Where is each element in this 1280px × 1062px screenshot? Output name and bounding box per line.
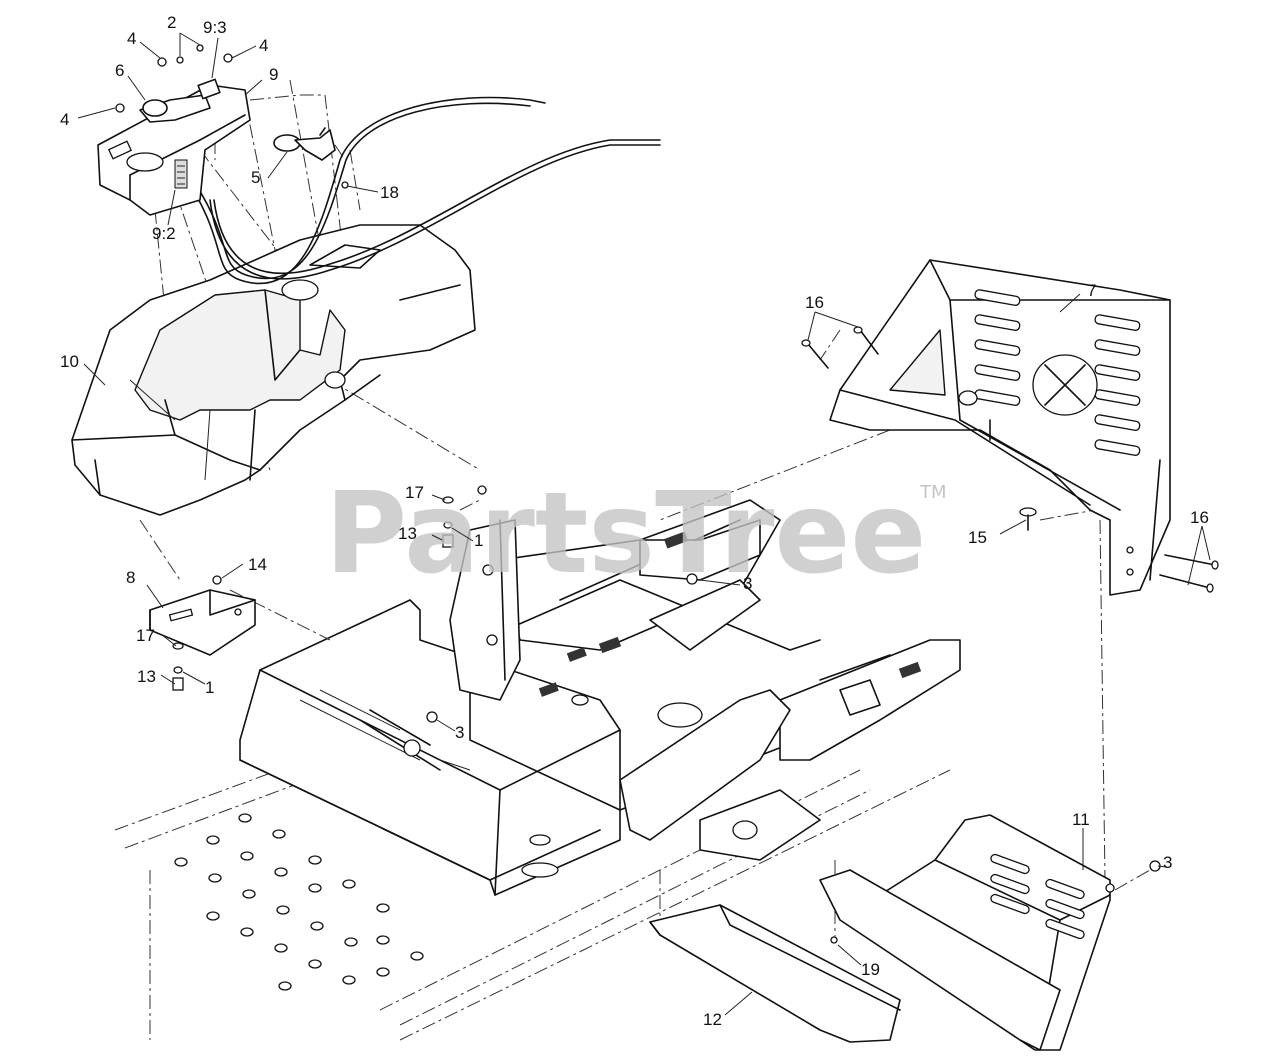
callout-17: 17 [136, 626, 155, 645]
leader-lines [77, 32, 1211, 1016]
foot-plate-part-11 [819, 814, 1161, 1051]
hardware-left [172, 485, 698, 723]
callout-16: 16 [1190, 508, 1209, 527]
watermark-trademark: TM [919, 482, 947, 503]
callout-6: 6 [115, 61, 124, 80]
callout-9-2: 9:2 [152, 224, 176, 243]
callout-9-3: 9:3 [203, 18, 227, 37]
main-frame [239, 499, 961, 896]
watermark-text: PartsTree [325, 469, 926, 599]
callout-labels: 4 2 9:3 4 9 6 4 9:2 5 18 10 7 16 16 15 1… [60, 13, 1209, 1029]
callout-12: 12 [703, 1010, 722, 1029]
callout-19: 19 [861, 960, 880, 979]
callout-8: 8 [126, 568, 135, 587]
assembly-lines [139, 79, 1151, 940]
watermark: PartsTree TM [325, 469, 947, 599]
seat-plate-part-7 [829, 259, 1171, 596]
callout-15: 15 [968, 528, 987, 547]
callout-16: 16 [805, 293, 824, 312]
callout-3: 3 [1163, 853, 1172, 872]
bracket-part-8 [149, 575, 256, 656]
lower-shield-part-12 [649, 904, 901, 1043]
callout-17: 17 [405, 483, 424, 502]
callout-3: 3 [455, 723, 464, 742]
callout-1: 1 [205, 678, 214, 697]
callout-4: 4 [127, 29, 136, 48]
callout-1: 1 [474, 531, 483, 550]
callout-7: 7 [1087, 281, 1096, 300]
callout-3: 3 [743, 574, 752, 593]
callout-5: 5 [251, 168, 260, 187]
callout-4: 4 [259, 36, 268, 55]
callout-11: 11 [1072, 810, 1090, 829]
bolts-part-16 [801, 326, 1219, 593]
callout-13: 13 [137, 667, 156, 686]
callout-14: 14 [248, 555, 267, 574]
control-cables [179, 96, 661, 285]
callout-4: 4 [60, 110, 69, 129]
throttle-lever-part-5 [273, 127, 336, 161]
control-panel-part-9 [97, 78, 251, 216]
callout-13: 13 [398, 524, 417, 543]
callout-18: 18 [380, 183, 399, 202]
callout-2: 2 [167, 13, 176, 32]
seat-plate-slots [974, 289, 1141, 456]
callout-9: 9 [269, 65, 278, 84]
pin-part-15 [1019, 507, 1037, 531]
callout-10: 10 [60, 352, 79, 371]
deck-hole-pattern [174, 813, 424, 991]
fender-part-10 [71, 224, 476, 516]
